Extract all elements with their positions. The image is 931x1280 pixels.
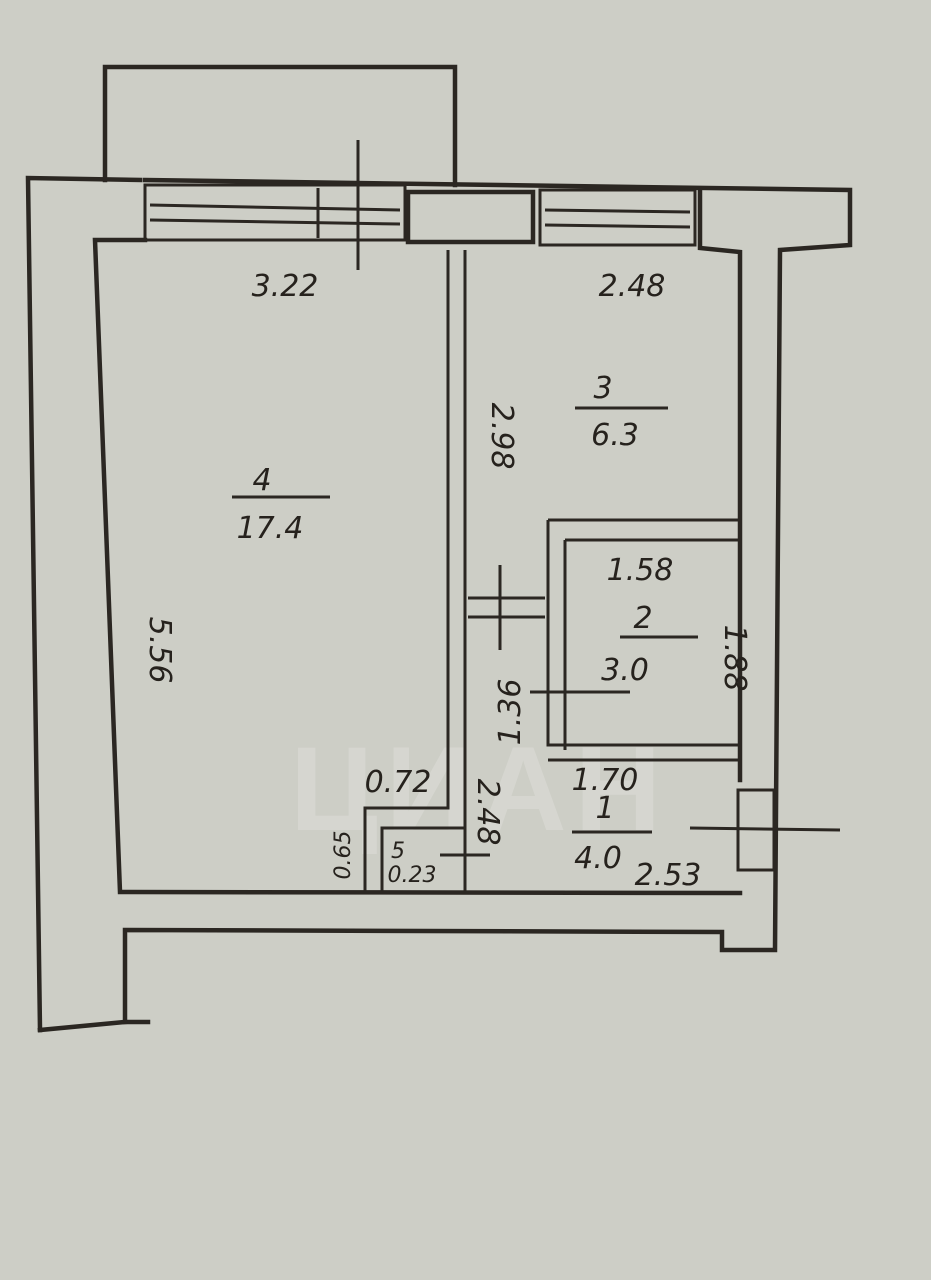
wall-pier (405, 189, 536, 245)
svg-text:1: 1 (595, 791, 614, 826)
svg-text:3: 3 (593, 371, 612, 406)
room-1: 1 4.0 (572, 791, 652, 876)
svg-text:5: 5 (391, 839, 405, 864)
svg-text:1.88: 1.88 (717, 625, 752, 692)
svg-text:0.72: 0.72 (365, 765, 432, 800)
svg-text:2.48: 2.48 (599, 269, 666, 304)
svg-text:17.4: 17.4 (237, 511, 304, 546)
svg-text:6.3: 6.3 (591, 418, 639, 453)
room-3: 3 6.3 (575, 371, 668, 453)
balcony-outline (102, 64, 458, 188)
svg-text:4.0: 4.0 (574, 841, 622, 876)
svg-text:3.22: 3.22 (252, 269, 319, 304)
svg-text:2: 2 (633, 601, 652, 636)
svg-text:0.65: 0.65 (331, 831, 356, 880)
svg-text:5.56: 5.56 (142, 617, 177, 684)
room-4: 4 17.4 (232, 463, 330, 546)
svg-text:3.0: 3.0 (601, 653, 649, 688)
svg-text:2.53: 2.53 (635, 858, 702, 893)
room-5: 5 0.23 (388, 839, 437, 888)
svg-text:2.98: 2.98 (484, 403, 519, 470)
svg-text:4: 4 (252, 463, 271, 498)
window-left (143, 183, 407, 242)
room-2: 2 3.0 (601, 601, 698, 688)
walls (25, 64, 853, 1033)
svg-text:1.58: 1.58 (607, 553, 674, 588)
svg-text:2.48: 2.48 (470, 779, 505, 846)
dimension-labels: 3.22 2.48 5.56 2.98 1.58 1.88 1.36 1.70 … (142, 269, 752, 893)
svg-text:0.23: 0.23 (388, 863, 437, 888)
window-right (538, 188, 697, 247)
svg-text:1.36: 1.36 (493, 679, 528, 746)
svg-text:1.70: 1.70 (572, 763, 639, 798)
